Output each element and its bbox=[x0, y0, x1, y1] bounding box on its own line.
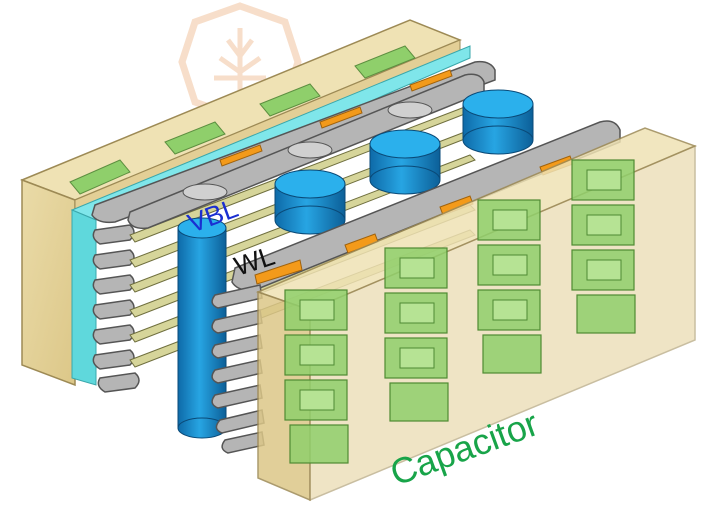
back-green-pads bbox=[69, 45, 416, 195]
front-wordline-fingers bbox=[211, 284, 265, 454]
back-pillars bbox=[274, 89, 534, 235]
capacitor-cell-recesses bbox=[299, 169, 622, 411]
back-wordline-stack bbox=[91, 60, 496, 393]
capacitor-cells bbox=[284, 159, 636, 464]
capacitor-column-4 bbox=[571, 159, 636, 334]
capacitor-column-1 bbox=[284, 289, 349, 464]
